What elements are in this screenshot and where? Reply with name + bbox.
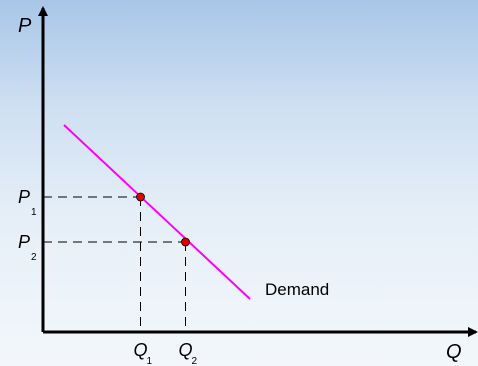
y-tick-sub-2: 2 (31, 252, 37, 263)
y-tick-label-2: P (18, 232, 30, 252)
demand-label: Demand (265, 280, 329, 299)
y-tick-sub-1: 1 (31, 207, 37, 218)
x-tick-sub-1: 1 (147, 356, 153, 366)
y-tick-label-1: P (18, 187, 30, 207)
demand-line (63, 124, 251, 300)
equilibrium-point-1 (136, 192, 145, 202)
x-tick-label-2: Q (179, 340, 193, 360)
x-tick-label-1: Q (134, 340, 148, 360)
y-axis-label: P (18, 15, 32, 37)
x-tick-sub-2: 2 (192, 356, 198, 366)
x-axis-label: Q (446, 341, 462, 363)
equilibrium-point-2 (181, 237, 190, 247)
